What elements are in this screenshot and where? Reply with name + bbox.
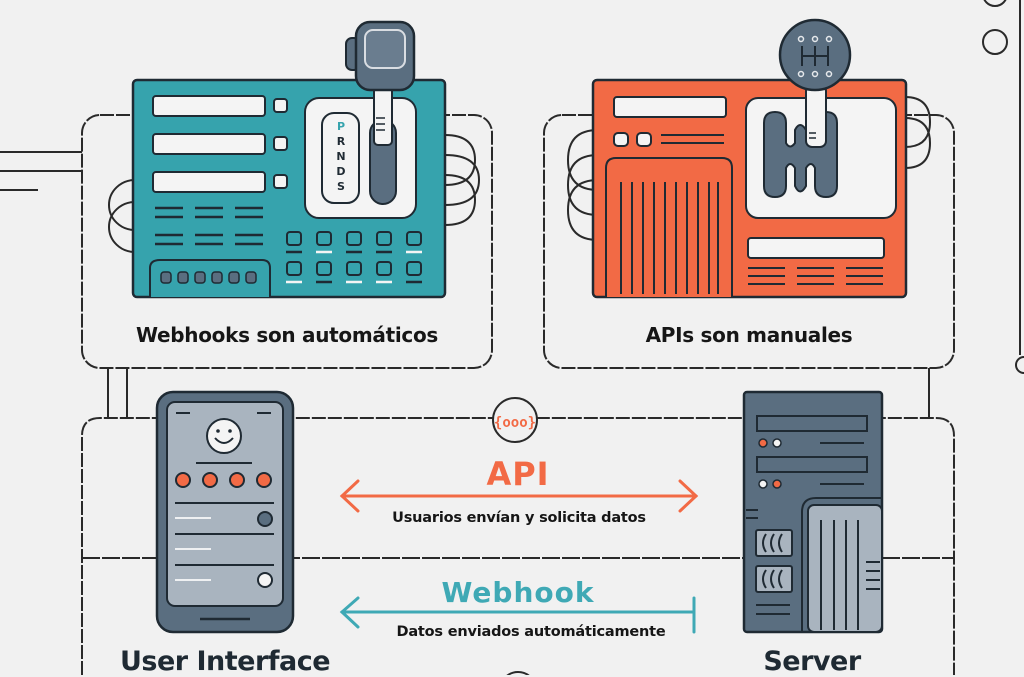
phone-illustration <box>155 390 295 634</box>
bottom-panel-frame <box>81 417 955 675</box>
api-title: API <box>486 455 550 493</box>
api-description: Usuarios envían y solicita datos <box>392 510 646 526</box>
gear-letter-n: N <box>336 150 345 163</box>
webhook-arrow <box>339 596 696 634</box>
webhooks-caption: Webhooks son automáticos <box>135 323 439 347</box>
gear-letter-r: R <box>337 135 346 148</box>
server-label: Server <box>763 646 861 677</box>
manual-gearbox-illustration <box>591 18 908 299</box>
user-interface-label: User Interface <box>119 646 331 677</box>
automatic-gearbox-illustration <box>131 20 447 299</box>
smiley-face-icon <box>206 418 242 454</box>
svg-text:{ooo}: {ooo} <box>494 415 536 431</box>
gear-letters: P R N D S <box>336 120 345 193</box>
apis-caption: APIs son manuales <box>645 323 853 347</box>
webhook-title: Webhook <box>441 576 595 609</box>
server-illustration <box>742 390 884 634</box>
curly-braces-dots-icon: {ooo} <box>492 397 538 443</box>
gear-letter-p: P <box>337 120 345 133</box>
frame-lines <box>0 0 1024 418</box>
gear-letter-s: S <box>337 180 345 193</box>
bottom-connector-circle <box>506 671 530 675</box>
gear-letter-d: D <box>336 165 345 178</box>
cable-loops-right <box>566 96 932 241</box>
webhook-description: Datos enviados automáticamente <box>396 624 666 640</box>
api-double-arrow <box>339 479 699 513</box>
